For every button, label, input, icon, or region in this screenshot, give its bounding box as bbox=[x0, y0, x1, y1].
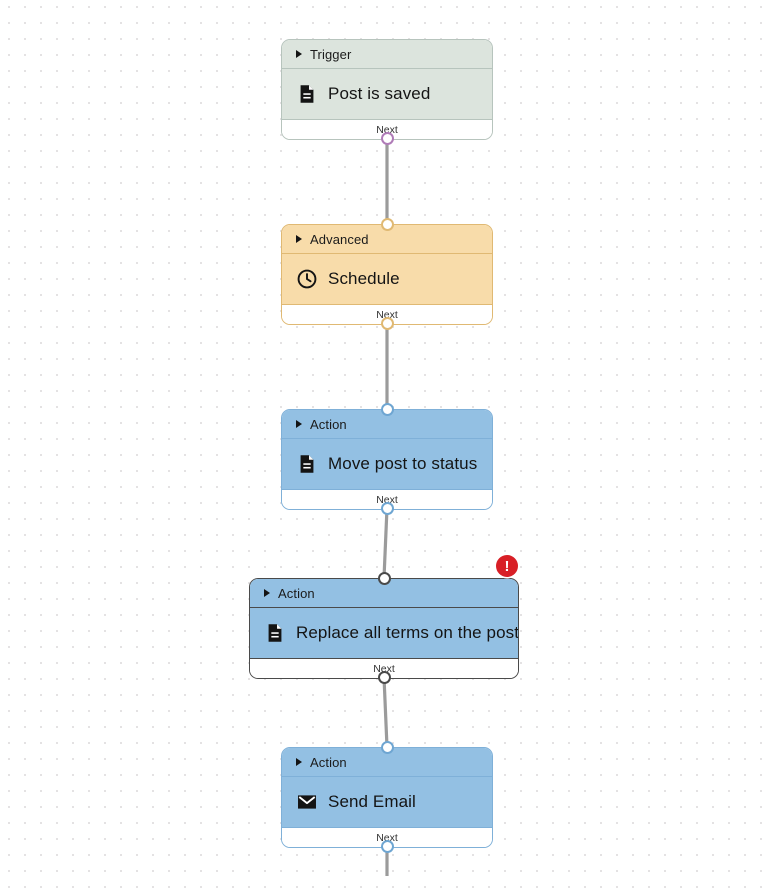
caret-right-icon[interactable] bbox=[296, 235, 302, 243]
next-label: Next bbox=[376, 831, 398, 844]
caret-right-icon[interactable] bbox=[296, 420, 302, 428]
node-divider bbox=[250, 607, 518, 608]
node-body[interactable]: Replace all terms on the post bbox=[250, 608, 518, 658]
node-category-label: Trigger bbox=[310, 46, 352, 62]
node-divider bbox=[282, 776, 492, 777]
edge-connector[interactable] bbox=[382, 507, 389, 579]
node-divider bbox=[282, 438, 492, 439]
port-email-out[interactable] bbox=[380, 839, 394, 853]
node-next-port-label[interactable]: Next bbox=[282, 489, 492, 509]
next-label: Next bbox=[373, 662, 395, 675]
port-move-out[interactable] bbox=[380, 501, 394, 515]
document-icon bbox=[300, 85, 314, 103]
node-category-label: Action bbox=[278, 585, 315, 601]
error-badge-icon[interactable]: ! bbox=[496, 555, 518, 577]
envelope-icon bbox=[298, 795, 316, 809]
node-category-label: Action bbox=[310, 416, 347, 432]
next-label: Next bbox=[376, 123, 398, 136]
clock-icon bbox=[297, 269, 317, 289]
node-next-port-label[interactable]: Next bbox=[282, 119, 492, 139]
port-schedule-out[interactable] bbox=[380, 316, 394, 330]
node-divider bbox=[282, 253, 492, 254]
next-label: Next bbox=[376, 493, 398, 506]
node-body[interactable]: Post is saved bbox=[282, 69, 492, 119]
node-title: Move post to status bbox=[328, 454, 478, 473]
node-next-port-label[interactable]: Next bbox=[282, 304, 492, 324]
node-title: Replace all terms on the post bbox=[296, 623, 519, 642]
caret-right-icon[interactable] bbox=[296, 758, 302, 766]
node-next-port-label[interactable]: Next bbox=[282, 827, 492, 847]
error-badge-glyph: ! bbox=[504, 557, 510, 575]
node-body[interactable]: Move post to status bbox=[282, 439, 492, 489]
document-icon bbox=[300, 455, 314, 473]
edge-connector[interactable] bbox=[382, 676, 389, 748]
node-body[interactable]: Schedule bbox=[282, 254, 492, 304]
caret-right-icon[interactable] bbox=[264, 589, 270, 597]
node-body[interactable]: Send Email bbox=[282, 777, 492, 827]
port-email-in[interactable] bbox=[380, 740, 394, 754]
node-title: Schedule bbox=[328, 269, 400, 288]
caret-right-icon[interactable] bbox=[296, 50, 302, 58]
port-schedule-in[interactable] bbox=[380, 217, 394, 231]
node-category-label: Advanced bbox=[310, 231, 369, 247]
next-label: Next bbox=[376, 308, 398, 321]
node-header[interactable]: Trigger bbox=[282, 40, 492, 68]
node-title: Send Email bbox=[328, 792, 416, 811]
node-title: Post is saved bbox=[328, 84, 431, 103]
port-trigger-out[interactable] bbox=[380, 131, 394, 145]
port-replace-in[interactable] bbox=[377, 571, 391, 585]
node-category-label: Action bbox=[310, 754, 347, 770]
document-icon bbox=[268, 624, 282, 642]
node-next-port-label[interactable]: Next bbox=[250, 658, 518, 678]
node-divider bbox=[282, 68, 492, 69]
port-replace-out[interactable] bbox=[377, 670, 391, 684]
port-move-in[interactable] bbox=[380, 402, 394, 416]
